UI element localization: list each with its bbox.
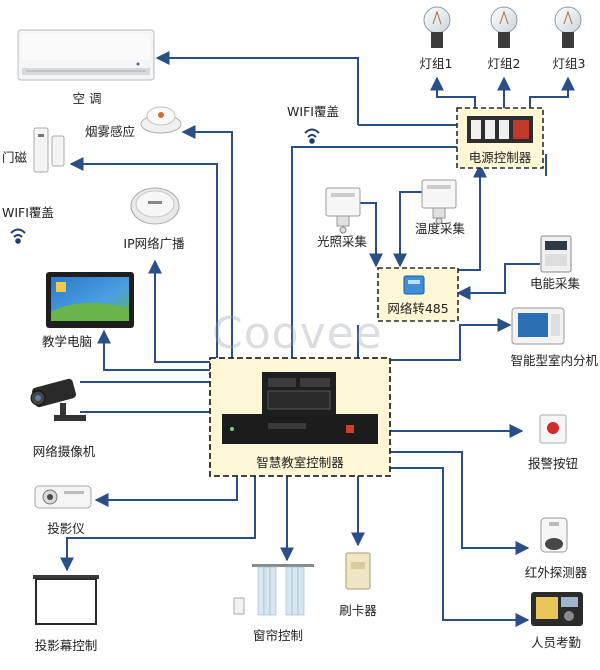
label-light-group-2: 灯组2 [487, 56, 521, 71]
label-attendance: 人员考勤 [530, 635, 582, 650]
label-teaching-pc: 教学电脑 [41, 334, 93, 349]
door-sensor-icon [33, 127, 65, 173]
label-alarm-button: 报警按钮 [527, 456, 579, 471]
card-reader-icon [345, 552, 371, 590]
label-door-sensor: 门磁 [2, 150, 28, 165]
line-to-smart-indoor [390, 318, 512, 361]
label-smoke-sensor: 烟雾感应 [84, 124, 136, 139]
line-to-infrared [390, 451, 530, 555]
projection-screen-icon [33, 575, 99, 625]
curtain-icon [233, 564, 314, 616]
line-to-wifi-top [291, 146, 457, 358]
label-light-sensor: 光照采集 [316, 234, 368, 249]
label-main-controller: 智慧教室控制器 [256, 455, 344, 470]
line-to-door-sensor [69, 157, 218, 358]
label-projection-screen: 投影幕控制 [34, 638, 98, 653]
label-card-reader: 刷卡器 [339, 603, 377, 618]
main-controller-box [209, 357, 391, 477]
label-light-group-3: 灯组3 [552, 56, 586, 71]
line-to-ip-broadcast [148, 259, 210, 363]
label-energy-meter: 电能采集 [529, 276, 581, 291]
camera-icon [30, 378, 86, 421]
power-controller-box [456, 107, 544, 169]
light-sensor-icon [325, 187, 361, 234]
line-to-screen [60, 476, 256, 572]
line-485-to-power [458, 163, 487, 271]
line-to-teaching-pc [97, 329, 210, 371]
line-to-485-c [393, 191, 432, 268]
line-to-air-conditioner [155, 51, 359, 125]
label-wifi-top: WIFI覆盖 [287, 104, 339, 119]
temp-sensor-icon [421, 179, 457, 225]
smart-indoor-icon [511, 307, 565, 345]
line-energy-to-485 [456, 263, 540, 300]
line-to-485-b [360, 202, 383, 268]
label-air-conditioner: 空 调 [72, 91, 102, 106]
label-ip-broadcast: IP网络广播 [123, 236, 185, 251]
monitor-icon [46, 272, 134, 328]
label-curtain: 窗帘控制 [252, 628, 304, 643]
label-smart-indoor: 智能型室内分机 [510, 353, 598, 368]
air-conditioner-icon [17, 29, 155, 81]
line-to-attendance [390, 467, 530, 627]
light-bulb-3-icon [554, 6, 582, 48]
label-power-controller: 电源控制器 [468, 150, 532, 165]
infrared-detector-icon [540, 517, 568, 553]
light-bulb-2-icon [490, 6, 518, 48]
ip-speaker-icon [130, 187, 180, 225]
energy-meter-icon [540, 235, 572, 273]
label-projector: 投影仪 [47, 521, 85, 536]
label-wifi-left: WIFI覆盖 [2, 205, 54, 220]
connection-lines [60, 51, 575, 627]
attendance-icon [531, 592, 583, 626]
line-to-projector [94, 476, 238, 507]
line-to-light-group-3 [529, 76, 575, 108]
wifi-left-icon [10, 228, 26, 244]
projector-icon [34, 485, 92, 509]
network-485-box [377, 267, 459, 322]
label-light-group-1: 灯组1 [419, 56, 453, 71]
line-to-smoke-sensor [181, 125, 233, 358]
label-network-camera: 网络摄像机 [32, 444, 96, 459]
light-bulb-1-icon [423, 6, 451, 48]
smoke-sensor-icon [140, 106, 182, 134]
label-temp-sensor: 温度采集 [414, 221, 466, 236]
line-to-light-group-1 [430, 76, 476, 108]
label-network-485: 网络转485 [387, 301, 449, 316]
alarm-button-icon [539, 414, 567, 444]
label-infrared-detector: 红外探测器 [524, 565, 588, 580]
wifi-top-icon [304, 128, 320, 144]
watermark: Coovee [212, 308, 383, 359]
